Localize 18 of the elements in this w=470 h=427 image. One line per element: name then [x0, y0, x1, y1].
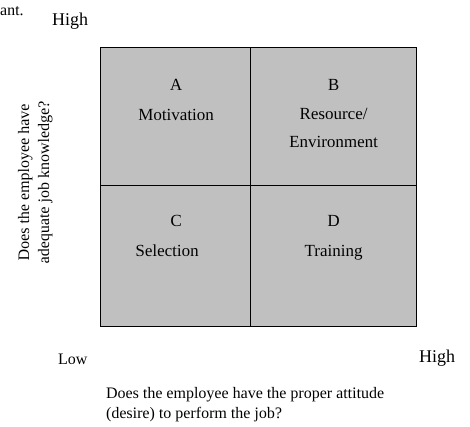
- quadrant-letter: A: [170, 74, 182, 96]
- quadrant-letter: D: [327, 210, 340, 232]
- axis-label: Low: [58, 350, 88, 370]
- quadrant-cell: [100, 47, 252, 187]
- quadrant-cell: [250, 185, 417, 327]
- quadrant-title: Resource/ Environment: [288, 103, 379, 153]
- text-fragment: ant.: [0, 1, 24, 21]
- axis-title: Does the employee have the proper attitude (desire) to perform the job?: [106, 384, 386, 424]
- quadrant-cell: [100, 185, 252, 327]
- axis-label: High: [419, 346, 455, 366]
- quadrant-title: Motivation: [138, 104, 214, 126]
- quadrant-letter: B: [328, 74, 340, 96]
- quadrant-title: Selection: [135, 240, 199, 262]
- quadrant-title: Training: [304, 240, 362, 262]
- quadrant-letter: C: [170, 210, 182, 232]
- quadrant-cell: [250, 47, 417, 187]
- axis-title: Does the employee have adequate job knowledge?: [15, 100, 54, 266]
- axis-label: High: [52, 9, 88, 29]
